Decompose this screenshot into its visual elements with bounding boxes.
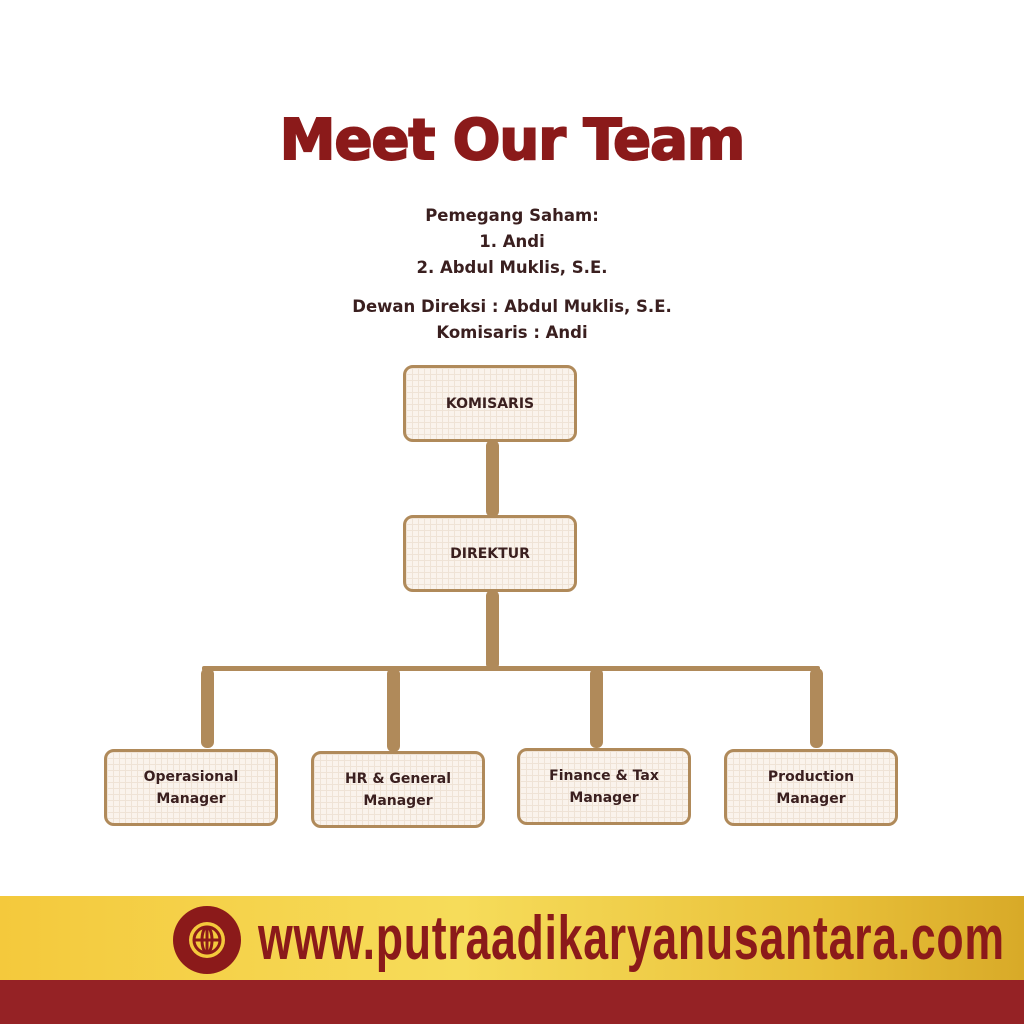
org-box-label: Manager bbox=[569, 789, 639, 806]
org-box-label: Operasional bbox=[143, 768, 239, 785]
page-title: Meet Our Team bbox=[279, 107, 746, 174]
connector bbox=[201, 668, 214, 748]
connector bbox=[387, 668, 400, 752]
org-box-label: Finance & Tax bbox=[549, 767, 659, 784]
connector bbox=[486, 590, 499, 670]
board-commissioner: Komisaris : Andi bbox=[436, 323, 588, 342]
board-directors: Dewan Direksi : Abdul Muklis, S.E. bbox=[352, 297, 672, 316]
connector bbox=[810, 668, 823, 748]
connector bbox=[202, 666, 820, 671]
shareholders: Pemegang Saham: 1. Andi 2. Abdul Muklis,… bbox=[0, 203, 1024, 281]
footer-band bbox=[0, 896, 1024, 982]
org-box-komisaris: KOMISARIS bbox=[403, 365, 577, 442]
org-box-direktur: DIREKTUR bbox=[403, 515, 577, 592]
org-box-label: HR & General bbox=[344, 770, 452, 787]
org-box-label: DIREKTUR bbox=[450, 545, 530, 562]
connector bbox=[590, 668, 603, 748]
org-box-label: KOMISARIS bbox=[445, 395, 535, 412]
connector bbox=[486, 440, 499, 517]
shareholders-heading: Pemegang Saham: bbox=[425, 206, 599, 225]
org-box-label: Manager bbox=[156, 790, 226, 807]
globe-icon bbox=[173, 906, 241, 974]
org-box-label: Manager bbox=[363, 792, 433, 809]
website-link[interactable]: www.putraadikaryanusantara.com bbox=[258, 904, 1005, 973]
board-info: Dewan Direksi : Abdul Muklis, S.E. Komis… bbox=[0, 294, 1024, 346]
footer-bottom-bar bbox=[0, 980, 1024, 1024]
org-box-label: Production bbox=[767, 768, 855, 785]
org-box-label: Manager bbox=[776, 790, 846, 807]
shareholder-item: 2. Abdul Muklis, S.E. bbox=[416, 258, 608, 277]
shareholder-item: 1. Andi bbox=[479, 232, 545, 251]
